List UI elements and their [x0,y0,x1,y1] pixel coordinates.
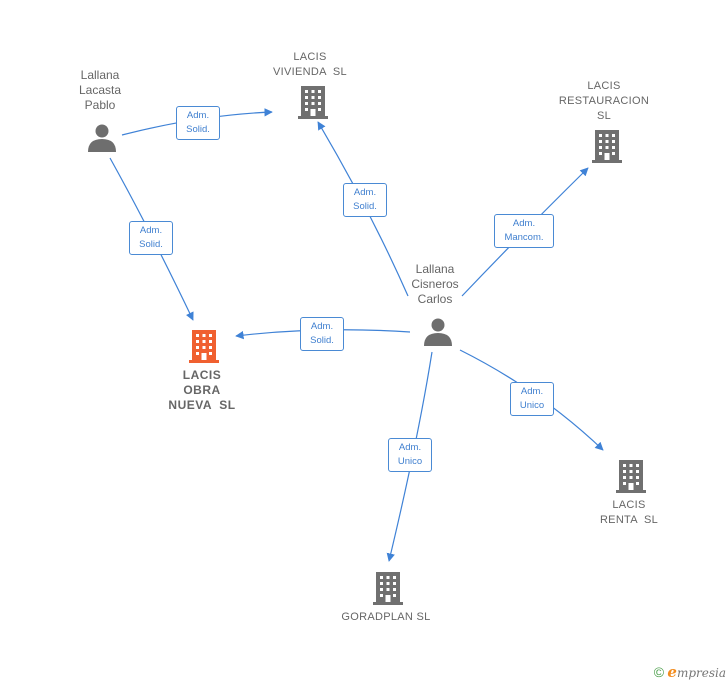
empresia-logo: empresia [667,663,726,681]
company-label-lacis-restauracion[interactable]: LACIS RESTAURACION SL [558,80,650,122]
copyright-symbol: © [653,664,665,680]
person-icon[interactable] [422,316,454,348]
empresia-watermark: © empresia [654,663,726,681]
company-label-lacis-obra-nueva[interactable]: LACIS OBRA NUEVA SL [168,368,236,412]
company-label-lacis-vivienda[interactable]: LACIS VIVIENDA SL [273,51,347,78]
person-icon[interactable] [86,122,118,154]
edge-role-pablo-vivienda: Adm. Solid. [176,106,220,140]
company-label-goradplan[interactable]: GORADPLAN SL [341,611,431,623]
edge-role-carlos-restauracion: Adm. Mancom. [494,214,554,248]
company-label-lacis-renta[interactable]: LACIS RENTA SL [599,499,659,526]
edge-role-carlos-obra: Adm. Solid. [300,317,344,351]
building-icon[interactable] [590,128,624,164]
person-label-lallana-cisneros-carlos[interactable]: Lallana Cisneros Carlos [411,262,459,306]
edge-role-carlos-vivienda: Adm. Solid. [343,183,387,217]
building-icon-highlighted[interactable] [187,328,221,364]
building-icon[interactable] [614,458,648,494]
edge-role-carlos-renta: Adm. Unico [510,382,554,416]
person-label-lallana-lacasta-pablo[interactable]: Lallana Lacasta Pablo [78,68,122,112]
edge-role-pablo-obra: Adm. Solid. [129,221,173,255]
building-icon[interactable] [296,84,330,120]
edge-role-carlos-goradplan: Adm. Unico [388,438,432,472]
building-icon[interactable] [371,570,405,606]
